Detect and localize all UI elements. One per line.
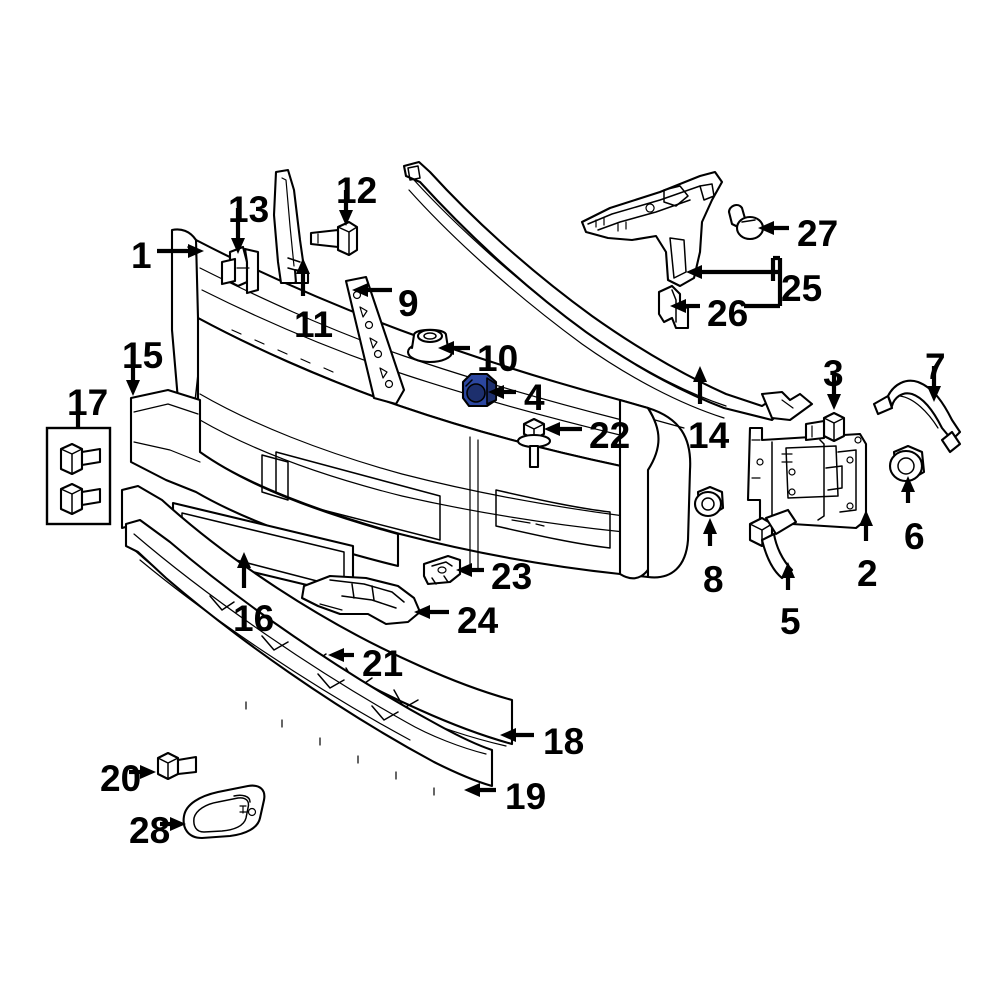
- callout-label-17[interactable]: 17: [67, 382, 109, 423]
- callout-label-13[interactable]: 13: [228, 189, 270, 230]
- bumper-cover-bolt-shape: [309, 220, 359, 257]
- leader-lines: [75, 190, 941, 831]
- callout-label-18[interactable]: 18: [543, 721, 585, 762]
- parking-aid-sensor-retainer-shape: [461, 372, 498, 408]
- bumper-stud-bolt-shape: [748, 508, 798, 580]
- flange-nut-large-shape: [888, 444, 926, 483]
- callout-label-11[interactable]: 11: [294, 304, 334, 345]
- lower-air-dam-shape: [124, 518, 494, 796]
- bumper-air-duct-baffle-shape: [300, 574, 422, 626]
- callout-label-25[interactable]: 25: [781, 268, 823, 309]
- callout-label-24[interactable]: 24: [457, 600, 499, 641]
- push-pin-retainer-shape: [727, 204, 765, 241]
- tow-hook-cover-cap-shape: [182, 784, 266, 840]
- callout-label-9[interactable]: 9: [398, 283, 419, 324]
- tow-hook-shape: [872, 379, 962, 454]
- callout-label-20[interactable]: 20: [100, 758, 142, 799]
- callout-label-2[interactable]: 2: [857, 553, 878, 594]
- bumper-end-support-bracket-shape: [272, 168, 310, 285]
- flange-nut-small-shape: [693, 485, 725, 518]
- bumper-hex-bolt-shape: [516, 417, 552, 469]
- bumper-mounting-bracket-shape: [746, 426, 868, 530]
- callout-label-28[interactable]: 28: [129, 810, 171, 851]
- callout-label-15[interactable]: 15: [122, 335, 164, 376]
- callout-label-27[interactable]: 27: [797, 213, 839, 254]
- callout-label-22[interactable]: 22: [589, 415, 631, 456]
- callout-label-7[interactable]: 7: [925, 346, 946, 387]
- callout-label-21[interactable]: 21: [362, 643, 404, 684]
- callout-label-16[interactable]: 16: [233, 598, 275, 639]
- callout-label-6[interactable]: 6: [904, 516, 925, 557]
- bumper-clip-retainer-shape: [422, 554, 462, 586]
- bumper-lower-valance-panel-shape: [129, 388, 400, 568]
- callout-label-14[interactable]: 14: [688, 415, 730, 456]
- callout-label-26[interactable]: 26: [707, 293, 749, 334]
- callout-label-12[interactable]: 12: [336, 170, 378, 211]
- bracket-bolt-shape: [804, 411, 846, 443]
- callout-label-1[interactable]: 1: [131, 235, 152, 276]
- callout-label-10[interactable]: 10: [477, 338, 519, 379]
- callout-label-19[interactable]: 19: [505, 776, 547, 817]
- bolt-kit-shape: [45, 426, 112, 526]
- callout-label-4[interactable]: 4: [524, 377, 545, 418]
- bumper-side-reinforcement-bracket-shape: [344, 275, 406, 406]
- air-deflector-screw-shape: [156, 751, 198, 781]
- callout-label-5[interactable]: 5: [780, 601, 801, 642]
- callout-label-23[interactable]: 23: [491, 556, 533, 597]
- bumper-retainer-clip-shape: [220, 245, 260, 295]
- callout-label-3[interactable]: 3: [823, 353, 844, 394]
- callout-label-8[interactable]: 8: [703, 559, 724, 600]
- front-bumper-impact-bar-shape: [402, 160, 814, 422]
